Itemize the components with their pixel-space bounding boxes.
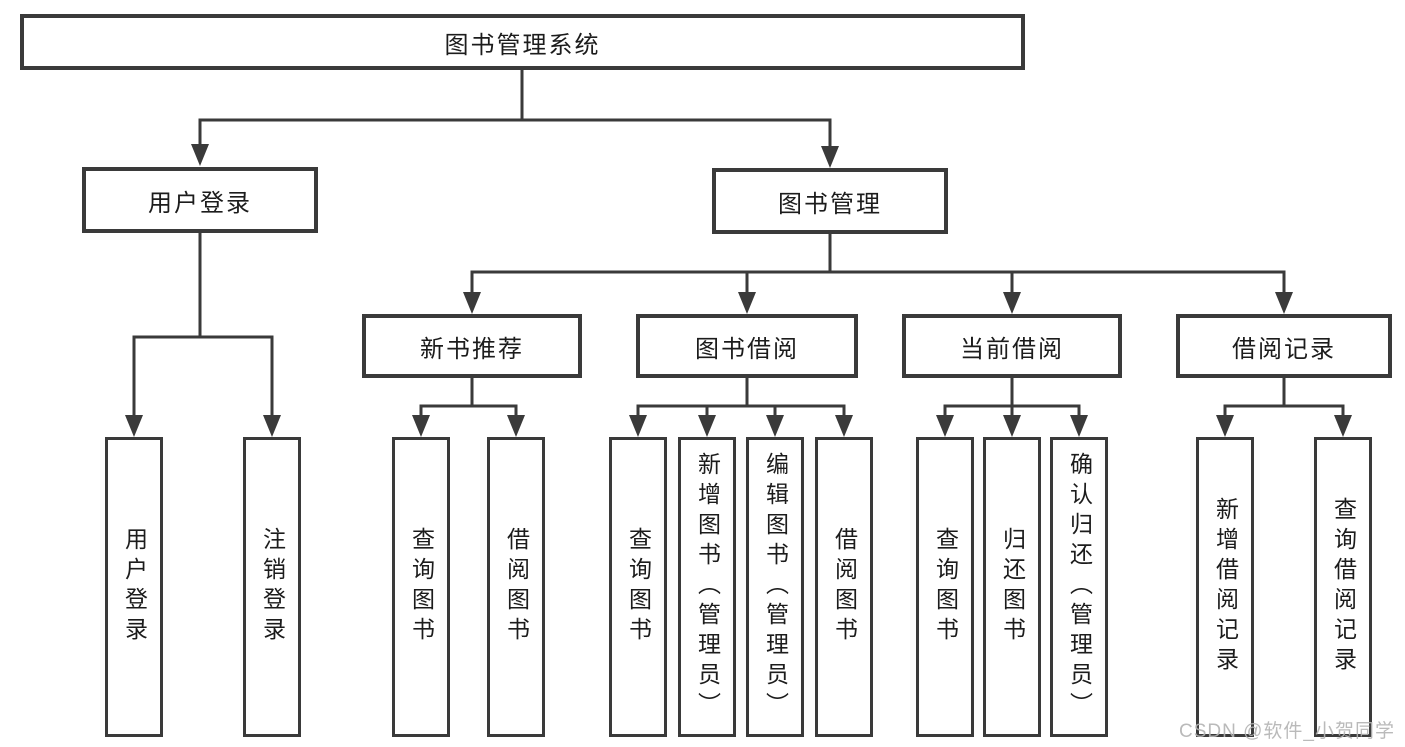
- leaf-logout: 注销登录: [243, 437, 301, 737]
- leaf-edit-book-admin: 编辑图书（管理员）: [746, 437, 804, 737]
- node-book-management: 图书管理: [712, 168, 948, 234]
- leaf-user-login: 用户登录: [105, 437, 163, 737]
- leaf-add-borrow-record: 新增借阅记录: [1196, 437, 1254, 737]
- connector-lines: [132, 70, 1345, 417]
- leaf-confirm-return-admin-label: 确认归还（管理员）: [1066, 452, 1093, 722]
- node-user-login: 用户登录: [82, 167, 318, 233]
- leaf-borrow-book: 借阅图书: [815, 437, 873, 737]
- leaf-query-book-borrow-label: 查询图书: [625, 527, 652, 647]
- leaf-return-book-label: 归还图书: [999, 527, 1026, 647]
- leaf-return-book: 归还图书: [983, 437, 1041, 737]
- leaf-query-book-recommend: 查询图书: [392, 437, 450, 737]
- node-library-system: 图书管理系统: [20, 14, 1025, 70]
- leaf-query-book-current-label: 查询图书: [932, 527, 959, 647]
- leaf-query-borrow-record: 查询借阅记录: [1314, 437, 1372, 737]
- leaf-edit-book-admin-label: 编辑图书（管理员）: [762, 452, 789, 722]
- leaf-query-book-borrow: 查询图书: [609, 437, 667, 737]
- leaf-borrow-book-recommend: 借阅图书: [487, 437, 545, 737]
- leaf-user-login-label: 用户登录: [121, 527, 148, 647]
- leaf-borrow-book-label: 借阅图书: [831, 527, 858, 647]
- node-borrow-records: 借阅记录: [1176, 314, 1392, 378]
- leaf-logout-label: 注销登录: [259, 527, 286, 647]
- leaf-add-book-admin-label: 新增图书（管理员）: [694, 452, 721, 722]
- leaf-borrow-book-recommend-label: 借阅图书: [503, 527, 530, 647]
- leaf-add-borrow-record-label: 新增借阅记录: [1212, 497, 1239, 677]
- leaf-query-borrow-record-label: 查询借阅记录: [1330, 497, 1357, 677]
- leaf-add-book-admin: 新增图书（管理员）: [678, 437, 736, 737]
- leaf-query-book-recommend-label: 查询图书: [408, 527, 435, 647]
- leaf-confirm-return-admin: 确认归还（管理员）: [1050, 437, 1108, 737]
- leaf-query-book-current: 查询图书: [916, 437, 974, 737]
- node-current-borrow: 当前借阅: [902, 314, 1122, 378]
- node-new-book-recommend: 新书推荐: [362, 314, 582, 378]
- node-book-borrow: 图书借阅: [636, 314, 858, 378]
- csdn-watermark: CSDN @软件_小贺同学: [1179, 721, 1395, 742]
